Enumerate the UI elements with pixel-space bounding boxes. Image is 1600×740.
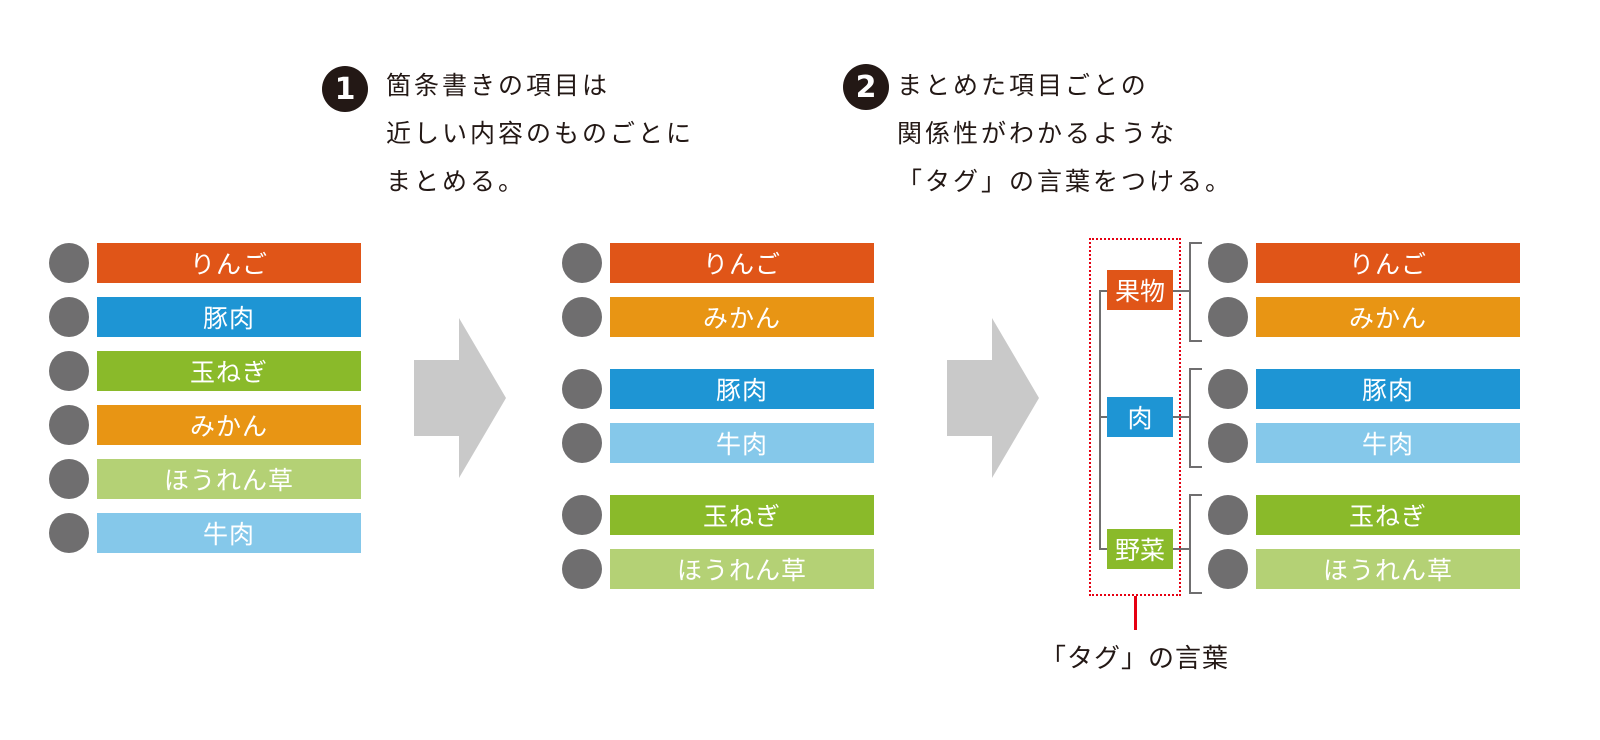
group-bracket xyxy=(1189,494,1191,594)
list-item: 豚肉 xyxy=(97,297,361,337)
bullet-dot xyxy=(49,297,89,337)
list-item: 玉ねぎ xyxy=(610,495,874,535)
bullet-dot xyxy=(49,459,89,499)
bullet-dot xyxy=(49,243,89,283)
list-item: りんご xyxy=(610,243,874,283)
group-bracket xyxy=(1189,242,1202,244)
step-2-line-1: まとめた項目ごとの xyxy=(897,71,1149,100)
bullet-dot xyxy=(1208,423,1248,463)
tag-caption-leader xyxy=(1134,596,1137,630)
list-item: りんご xyxy=(97,243,361,283)
bullet-dot xyxy=(49,513,89,553)
group-bracket xyxy=(1189,466,1202,468)
group-bracket xyxy=(1189,494,1202,496)
step-2-line-3: 「タグ」の言葉をつける。 xyxy=(897,167,1234,196)
bullet-dot xyxy=(1208,297,1248,337)
bullet-dot xyxy=(562,549,602,589)
group-bracket xyxy=(1189,340,1202,342)
group-bracket xyxy=(1189,368,1202,370)
bullet-dot xyxy=(1208,243,1248,283)
tree-trunk xyxy=(1099,290,1101,549)
group-bracket xyxy=(1189,592,1202,594)
tag-vegetable: 野菜 xyxy=(1107,529,1173,569)
bullet-dot xyxy=(49,351,89,391)
tag-caption: 「タグ」の言葉 xyxy=(1040,644,1230,674)
list-item: 牛肉 xyxy=(610,423,874,463)
tag-connector xyxy=(1173,290,1191,292)
step-1-number: 1 xyxy=(322,66,368,112)
list-item: ほうれん草 xyxy=(610,549,874,589)
tree-branch xyxy=(1099,290,1107,292)
tree-branch xyxy=(1099,548,1107,550)
group-bracket xyxy=(1189,368,1191,468)
list-item: 玉ねぎ xyxy=(1256,495,1520,535)
bullet-dot xyxy=(562,495,602,535)
step-2-number: 2 xyxy=(843,64,889,110)
right-arrow-icon xyxy=(414,318,506,478)
step-2-text: まとめた項目ごとの 関係性がわかるような 「タグ」の言葉をつける。 xyxy=(897,62,1233,206)
list-item: 豚肉 xyxy=(610,369,874,409)
list-item: みかん xyxy=(610,297,874,337)
group-bracket xyxy=(1189,242,1191,342)
list-item: みかん xyxy=(1256,297,1520,337)
bullet-dot xyxy=(562,297,602,337)
tag-meat: 肉 xyxy=(1107,397,1173,437)
tag-fruit: 果物 xyxy=(1107,270,1173,310)
step-1-line-3: まとめる。 xyxy=(386,167,527,196)
list-item: ほうれん草 xyxy=(97,459,361,499)
bullet-dot xyxy=(1208,549,1248,589)
bullet-dot xyxy=(562,369,602,409)
tree-branch xyxy=(1099,416,1107,418)
list-item: ほうれん草 xyxy=(1256,549,1520,589)
step-1-text: 箇条書きの項目は 近しい内容のものごとに まとめる。 xyxy=(386,62,694,206)
step-1-line-1: 箇条書きの項目は xyxy=(386,71,611,100)
list-item: りんご xyxy=(1256,243,1520,283)
bullet-dot xyxy=(1208,369,1248,409)
list-item: 豚肉 xyxy=(1256,369,1520,409)
bullet-dot xyxy=(49,405,89,445)
step-1-line-2: 近しい内容のものごとに xyxy=(386,119,695,148)
list-item: 牛肉 xyxy=(1256,423,1520,463)
bullet-dot xyxy=(1208,495,1248,535)
right-arrow-icon xyxy=(947,318,1039,478)
step-2-line-2: 関係性がわかるような xyxy=(897,119,1178,148)
bullet-dot xyxy=(562,423,602,463)
list-item: 玉ねぎ xyxy=(97,351,361,391)
list-item: 牛肉 xyxy=(97,513,361,553)
list-item: みかん xyxy=(97,405,361,445)
bullet-dot xyxy=(562,243,602,283)
tag-connector xyxy=(1173,416,1191,418)
tag-connector xyxy=(1173,548,1191,550)
